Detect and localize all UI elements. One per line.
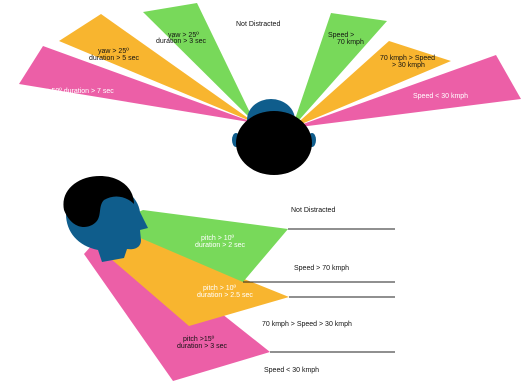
- bottom-threshold-lines: [243, 228, 395, 353]
- bottom-speed-mid-label: 70 kmph > Speed > 30 kmph: [262, 321, 352, 328]
- top-speed30-label: Speed < 30 kmph: [413, 93, 468, 100]
- bottom-head-hair: [63, 176, 135, 227]
- bottom-labels: Not Distracted pitch > 10º duration > 2 …: [177, 207, 352, 374]
- bottom-orange-wedge: [96, 225, 289, 326]
- top-yaw-fan: [19, 3, 521, 128]
- bottom-speed30-label: Speed < 30 kmph: [264, 367, 319, 374]
- bottom-pitch15-label-2: duration > 3 sec: [177, 343, 228, 350]
- top-speed70-label-2: 70 kmph: [337, 39, 364, 46]
- bottom-pitch10b-label-2: duration > 2.5 sec: [197, 292, 253, 299]
- top-left-orange-wedge: [59, 14, 255, 123]
- bottom-pitch15-label-1: pitch >15º: [183, 336, 215, 343]
- bottom-green-wedge: [110, 210, 288, 282]
- bottom-head-icon: [63, 176, 148, 262]
- top-labels: Not Distracted yaw > 25º duration > 3 se…: [33, 21, 468, 100]
- top-yaw25-5s-label-1: yaw > 25º: [98, 48, 129, 55]
- top-speed70-label-1: Speed >: [328, 32, 354, 39]
- top-head-hair: [236, 111, 312, 175]
- top-yaw25-3s-label-1: yaw > 25º: [168, 32, 199, 39]
- top-right-orange-wedge: [292, 41, 451, 128]
- bottom-pitch10-label-1: pitch > 10º: [201, 235, 235, 242]
- bottom-pitch10-label-2: duration > 2 sec: [195, 242, 246, 249]
- top-head-icon: [232, 99, 316, 175]
- bottom-pitch10b-label-1: pitch > 10º: [203, 285, 237, 292]
- top-yaw50-label: yaw >50º duration > 7 sec: [33, 88, 114, 95]
- top-yaw25-5s-label-2: duration > 5 sec: [89, 55, 140, 62]
- top-not-distracted-label: Not Distracted: [236, 21, 280, 28]
- bottom-pitch-fan: [84, 210, 289, 381]
- top-right-green-wedge: [292, 13, 387, 128]
- top-left-pink-wedge: [19, 46, 255, 123]
- bottom-not-distracted-label: Not Distracted: [291, 207, 335, 214]
- top-left-green-wedge: [143, 3, 255, 123]
- top-yaw25-3s-label-2: duration > 3 sec: [156, 38, 207, 45]
- top-speed-mid-label-2: > 30 kmph: [392, 62, 425, 69]
- bottom-speed70-label: Speed > 70 kmph: [294, 265, 349, 272]
- top-speed-mid-label-1: 70 kmph > Speed: [380, 55, 435, 62]
- top-right-pink-wedge: [292, 55, 521, 128]
